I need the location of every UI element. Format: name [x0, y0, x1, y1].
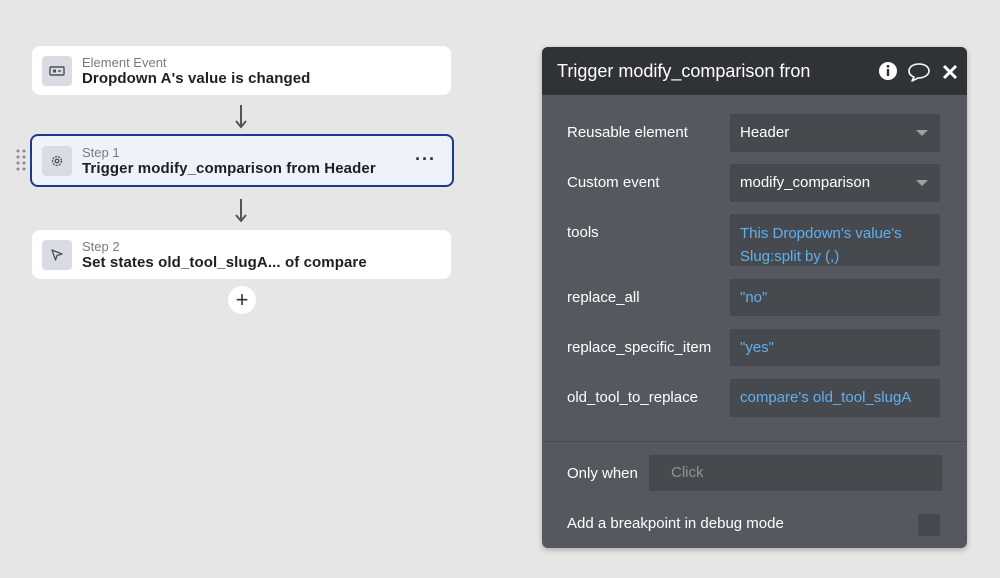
arrow-down-icon	[235, 199, 247, 223]
cursor-icon	[42, 240, 72, 270]
add-step-button[interactable]: +	[228, 286, 256, 314]
action-properties-panel: Trigger modify_comparison fron Reusable …	[542, 47, 967, 548]
replace-all-label: replace_all	[567, 289, 640, 306]
step2-subtitle: Step 2	[82, 239, 120, 254]
breakpoint-label: Add a breakpoint in debug mode	[567, 515, 784, 532]
custom-event-label: Custom event	[567, 174, 660, 191]
more-options-button[interactable]: ···	[415, 149, 436, 169]
close-icon[interactable]	[942, 64, 958, 80]
element-event-icon	[42, 56, 72, 86]
arrow-down-icon	[235, 105, 247, 129]
event-card-title: Dropdown A's value is changed	[82, 70, 311, 87]
only-when-label: Only when	[567, 465, 638, 482]
step1-subtitle: Step 1	[82, 145, 120, 160]
breakpoint-checkbox[interactable]	[918, 514, 940, 536]
only-when-input[interactable]: Click	[649, 455, 942, 491]
divider	[542, 441, 967, 442]
reusable-element-value: Header	[740, 124, 790, 141]
gear-icon	[42, 146, 72, 176]
old-tool-to-replace-label: old_tool_to_replace	[567, 389, 698, 406]
replace-specific-item-label: replace_specific_item	[567, 339, 712, 356]
reusable-element-dropdown[interactable]: Header	[730, 114, 940, 152]
tools-label: tools	[567, 224, 599, 241]
event-card-subtitle: Element Event	[82, 55, 167, 70]
step2-title: Set states old_tool_slugA... of compare	[82, 254, 367, 271]
replace-specific-item-field[interactable]: "yes"	[730, 329, 940, 366]
chevron-down-icon	[916, 180, 928, 186]
replace-all-field[interactable]: "no"	[730, 279, 940, 316]
tools-value-line2: Slug:split by (,)	[740, 248, 840, 265]
step1-card[interactable]: Step 1 Trigger modify_comparison from He…	[30, 134, 454, 187]
replace-all-value: "no"	[740, 289, 768, 306]
step1-title: Trigger modify_comparison from Header	[82, 160, 376, 177]
drag-handle-icon[interactable]	[16, 149, 26, 171]
replace-specific-item-value: "yes"	[740, 339, 774, 356]
tools-value-line1: This Dropdown's value's	[740, 225, 902, 242]
tools-expression-field[interactable]: This Dropdown's value's Slug:split by (,…	[730, 214, 940, 266]
info-icon[interactable]	[878, 61, 898, 81]
custom-event-dropdown[interactable]: modify_comparison	[730, 164, 940, 202]
panel-title: Trigger modify_comparison fron	[557, 61, 811, 81]
old-tool-to-replace-value: compare's old_tool_slugA	[740, 389, 912, 406]
chevron-down-icon	[916, 130, 928, 136]
step2-card[interactable]: Step 2 Set states old_tool_slugA... of c…	[32, 230, 451, 279]
event-card[interactable]: Element Event Dropdown A's value is chan…	[32, 46, 451, 95]
only-when-placeholder: Click	[671, 464, 704, 481]
old-tool-to-replace-field[interactable]: compare's old_tool_slugA	[730, 379, 940, 417]
comment-icon[interactable]	[907, 62, 931, 82]
panel-header: Trigger modify_comparison fron	[542, 47, 967, 95]
reusable-element-label: Reusable element	[567, 124, 688, 141]
custom-event-value: modify_comparison	[740, 174, 871, 191]
